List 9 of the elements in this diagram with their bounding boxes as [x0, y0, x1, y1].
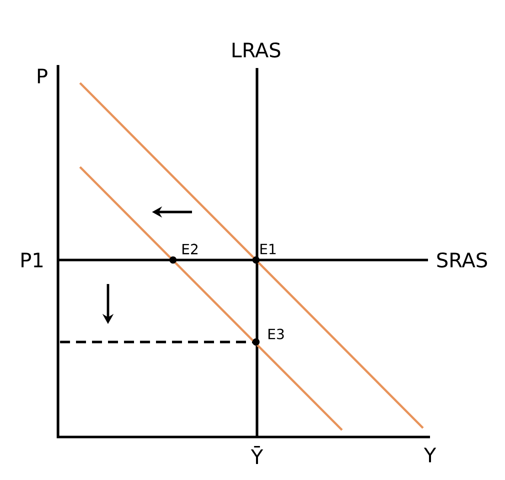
point-label: E3: [268, 328, 284, 340]
axis-label: Y: [424, 448, 436, 462]
tick-label: Ȳ: [250, 446, 264, 464]
tick-label: P1: [22, 252, 43, 268]
axis-label: P: [38, 68, 48, 84]
point-label: E1: [260, 244, 276, 254]
curve-label: SRAS: [437, 252, 487, 268]
point-label: E2: [182, 244, 198, 254]
curve-label: LRAS: [232, 42, 280, 58]
